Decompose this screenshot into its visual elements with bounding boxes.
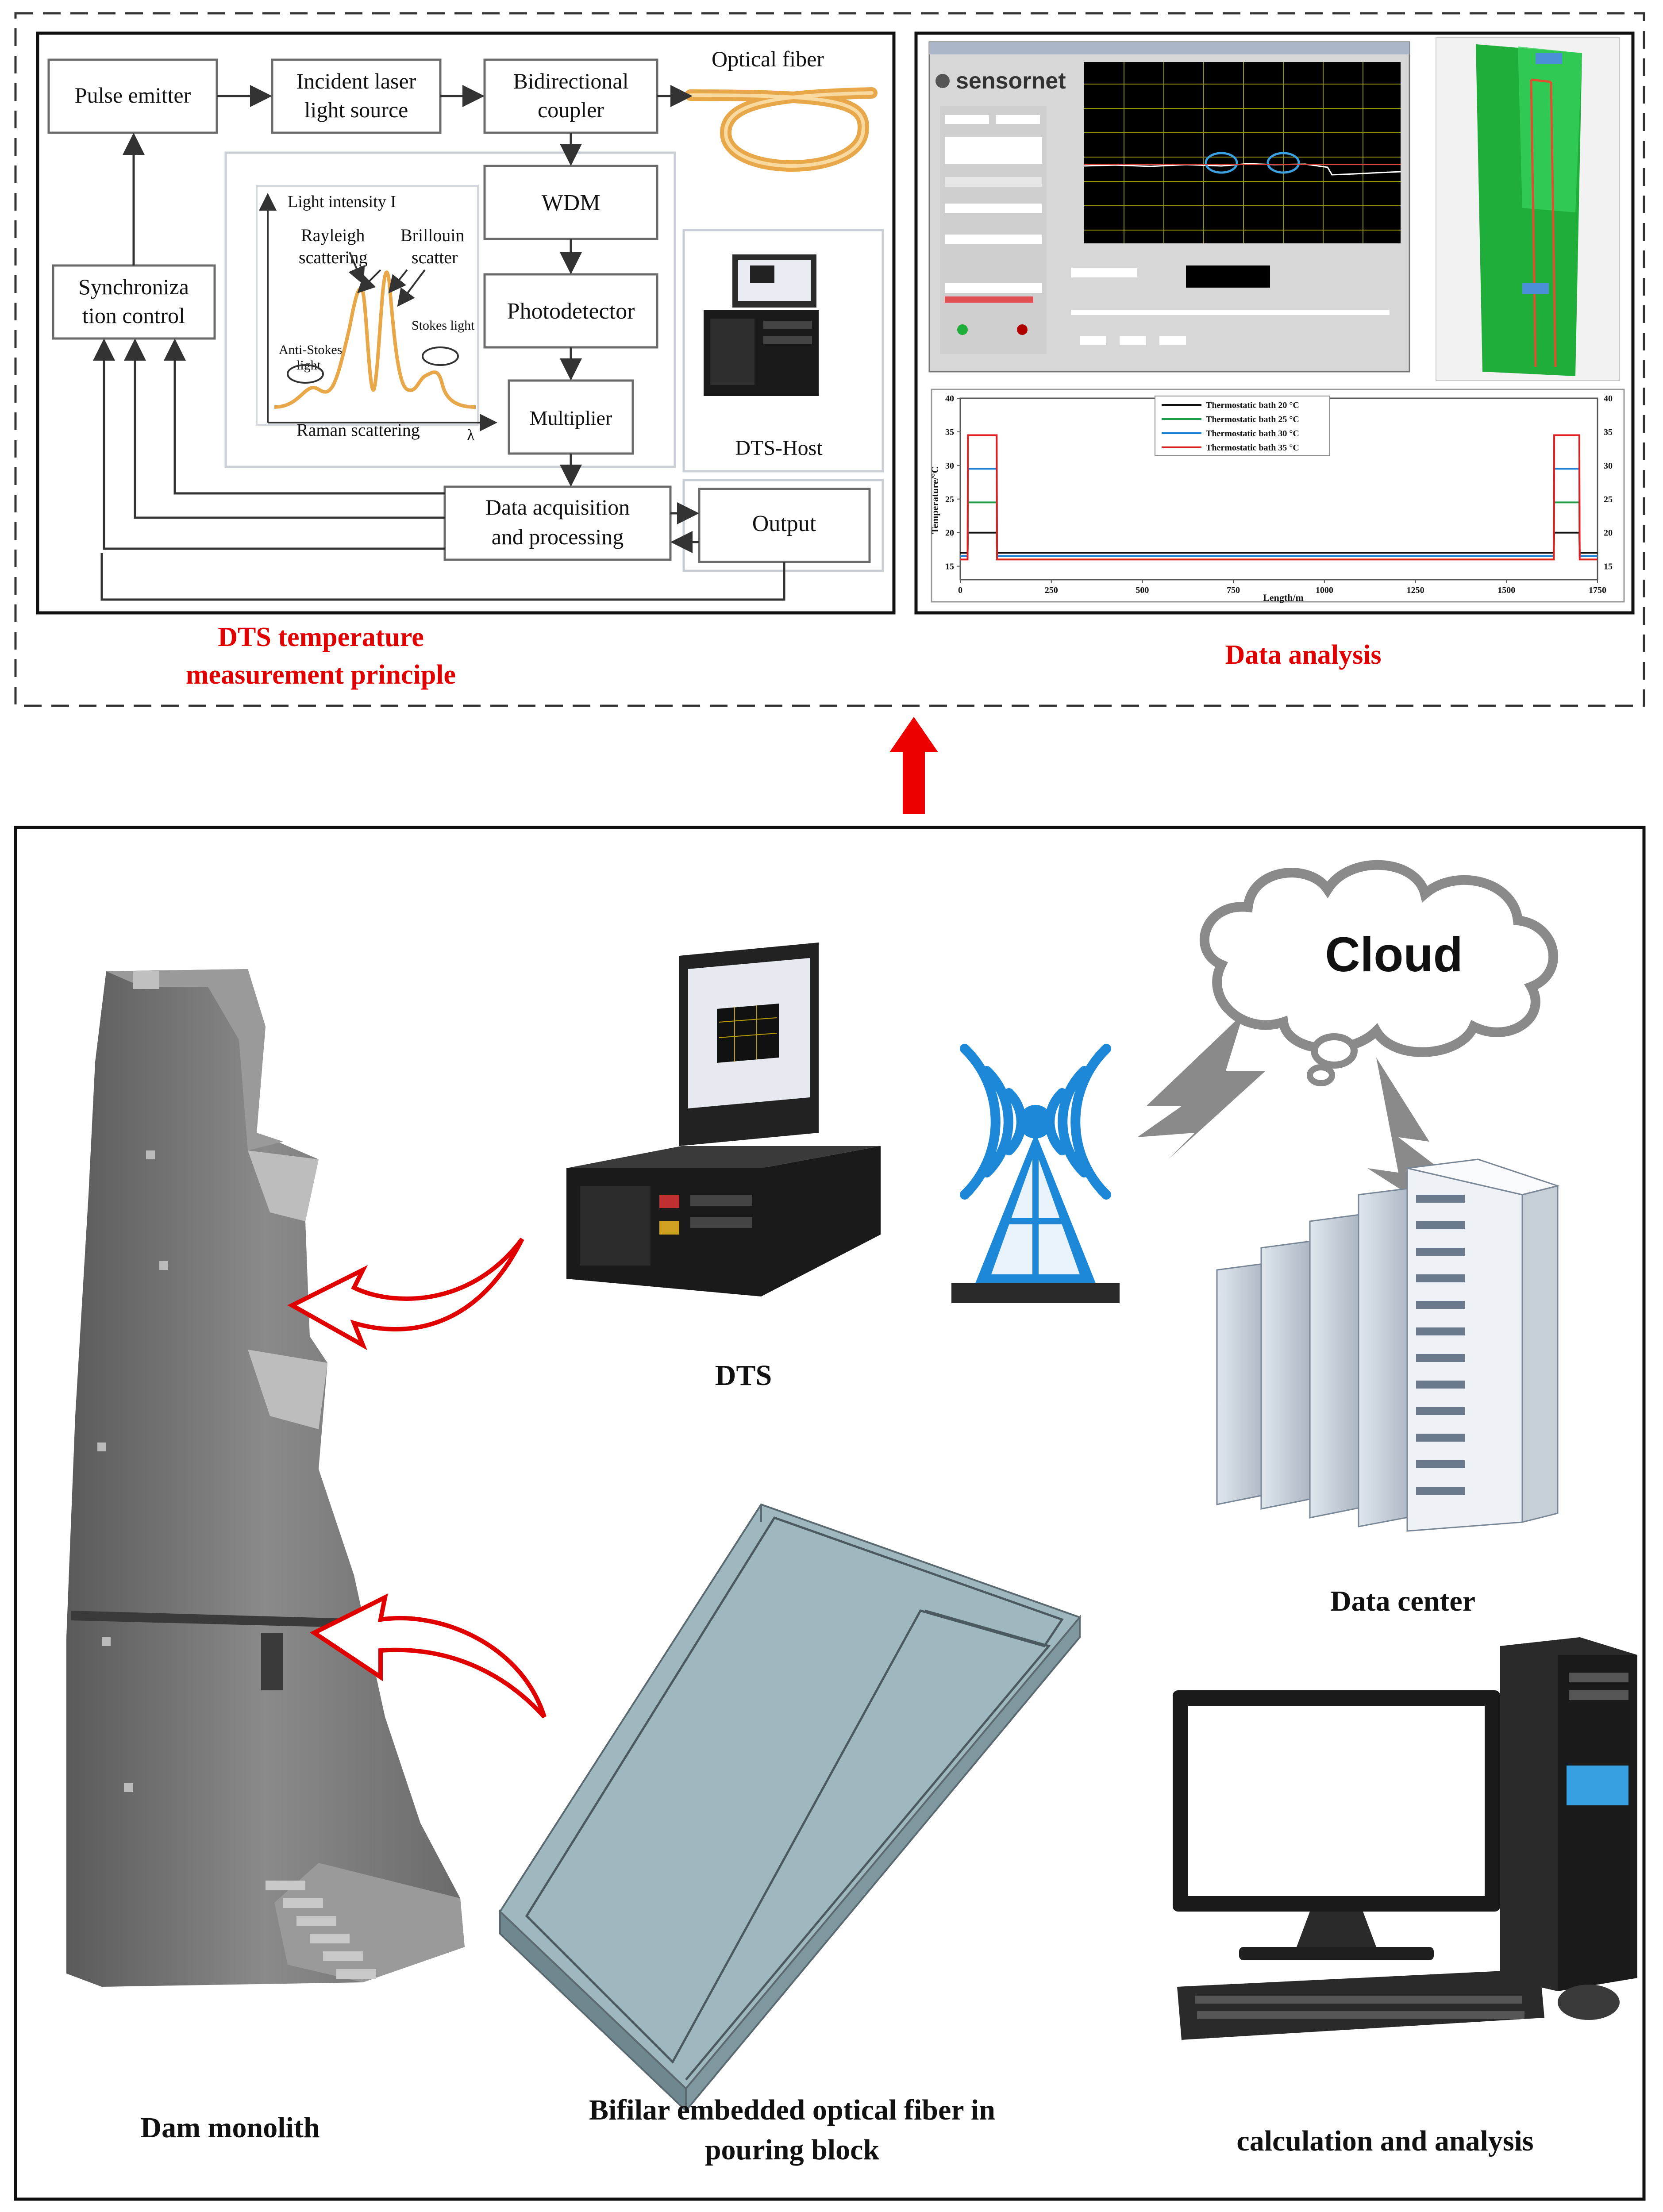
bifilar-label-1: Bifilar embedded optical fiber in xyxy=(589,2094,995,2126)
x-tick-label-1: 250 xyxy=(1045,585,1058,595)
sync-label-2: tion control xyxy=(82,303,185,328)
x-tick-label-7: 1750 xyxy=(1589,585,1606,595)
y-tick-label-right-5: 40 xyxy=(1604,394,1613,404)
x-tick-label-4: 1000 xyxy=(1316,585,1333,595)
wdm-label: WDM xyxy=(542,190,601,215)
scatter-subpanel xyxy=(224,151,676,468)
y-tick-label-left-0: 15 xyxy=(945,562,954,572)
sync-control-box: Synchroniza tion control xyxy=(52,264,216,340)
photodetector-label: Photodetector xyxy=(507,299,635,324)
incident-laser-box: Incident laser light source xyxy=(271,58,442,134)
pouring-block-model xyxy=(499,1503,1082,2113)
cloud-label: Cloud xyxy=(1325,927,1463,982)
raman-label: Raman scattering xyxy=(296,420,420,440)
red-up-arrow xyxy=(889,717,938,814)
y-tick-label-left-1: 20 xyxy=(945,528,954,538)
daq-label-2: and processing xyxy=(492,524,624,549)
chart-x-ticks: 0 250 500 750 1000 1250 1500 1750 xyxy=(958,580,1606,595)
rayleigh-label-1: Rayleigh xyxy=(301,225,365,245)
dts-label: DTS xyxy=(715,1359,772,1392)
computer-workstation xyxy=(1173,1637,1637,2040)
data-center-label: Data center xyxy=(1330,1585,1475,1617)
x-tick-label-5: 1250 xyxy=(1407,585,1424,595)
lightning-bolt-left-icon xyxy=(1137,1013,1266,1159)
wireless-tower-icon xyxy=(951,1044,1120,1303)
legend-entry-35: Thermostatic bath 35 °C xyxy=(1206,443,1299,453)
y-tick-label-left-2: 25 xyxy=(945,495,954,504)
rayleigh-label-2: scattering xyxy=(299,247,368,267)
y-tick-label-right-1: 20 xyxy=(1604,528,1613,538)
principle-caption-1: DTS temperature xyxy=(218,622,423,652)
scatter-spectrum-graph: Light intensity I Rayleigh scattering Br… xyxy=(256,185,497,444)
data-center-servers xyxy=(1216,1158,1560,1532)
sensornet-software-window: sensornet xyxy=(928,41,1410,373)
calc-analysis-label: calculation and analysis xyxy=(1236,2125,1533,2157)
x-tick-label-6: 1500 xyxy=(1497,585,1515,595)
pulse-emitter-box: Pulse emitter xyxy=(47,58,218,134)
bidirectional-coupler-box: Bidirectional coupler xyxy=(483,58,658,134)
principle-caption-2: measurement principle xyxy=(186,660,456,690)
daq-label-1: Data acquisition xyxy=(485,495,630,519)
data-acquisition-box: Data acquisition and processing xyxy=(443,485,672,561)
coupler-label-1: Bidirectional xyxy=(513,69,628,93)
y-tick-label-right-0: 15 xyxy=(1604,562,1613,572)
series-line-3 xyxy=(960,434,1598,561)
dam-monolith-label: Dam monolith xyxy=(140,2112,320,2144)
x-tick-label-3: 750 xyxy=(1227,585,1240,595)
principle-connectors xyxy=(93,85,785,601)
optical-fiber-illustration: Optical fiber xyxy=(685,46,878,172)
system-frame xyxy=(14,826,1646,2201)
chart-ylabel: Temperature/°C xyxy=(929,466,940,534)
chart-y-ticks: 15 15 20 20 25 25 30 30 35 35 40 40 xyxy=(945,394,1613,572)
legend-entry-20: Thermostatic bath 20 °C xyxy=(1206,400,1299,410)
legend-entry-25: Thermostatic bath 25 °C xyxy=(1206,415,1299,424)
pulse-emitter-label: Pulse emitter xyxy=(75,83,191,108)
y-tick-label-right-4: 35 xyxy=(1604,427,1613,437)
multiplier-label: Multiplier xyxy=(530,407,612,429)
analysis-caption: Data analysis xyxy=(1225,640,1381,670)
y-tick-label-left-4: 35 xyxy=(945,427,954,437)
y-tick-label-right-2: 25 xyxy=(1604,495,1613,504)
chart-legend: Thermostatic bath 20 °C Thermostatic bat… xyxy=(1155,396,1330,456)
temperature-chart: 0 250 500 750 1000 1250 1500 1750 15 15 20 20 25 25 3… xyxy=(929,389,1625,603)
x-tick-label-0: 0 xyxy=(958,585,962,595)
cloud-icon: Cloud xyxy=(1199,860,1559,1086)
brillouin-label-1: Brillouin xyxy=(400,225,464,245)
dts-device xyxy=(566,943,881,1296)
sync-label-1: Synchroniza xyxy=(78,274,189,299)
dam-temperature-model xyxy=(1436,37,1620,381)
y-tick-label-left-5: 40 xyxy=(945,394,954,404)
incident-laser-label-2: light source xyxy=(304,97,408,122)
photodetector-box: Photodetector xyxy=(483,273,658,349)
dam-monolith-model xyxy=(66,969,465,1987)
x-tick-label-2: 500 xyxy=(1136,585,1149,595)
output-label: Output xyxy=(752,511,816,536)
red-curved-arrow-block xyxy=(310,1593,547,1719)
light-intensity-label: Light intensity I xyxy=(288,192,396,211)
lambda-label: λ xyxy=(467,426,475,444)
dts-host-label: DTS-Host xyxy=(735,436,823,460)
y-tick-label-left-3: 30 xyxy=(945,461,954,471)
output-box: Output xyxy=(682,479,884,572)
chart-xlabel: Length/m xyxy=(1263,592,1304,603)
optical-fiber-label: Optical fiber xyxy=(712,46,824,71)
sensornet-brand: sensornet xyxy=(956,68,1066,94)
lightning-bolt-right-icon xyxy=(1367,1058,1478,1239)
red-curved-arrow-dts xyxy=(287,1237,524,1350)
wdm-box: WDM xyxy=(483,165,658,240)
multiplier-box: Multiplier xyxy=(508,379,634,455)
legend-entry-30: Thermostatic bath 30 °C xyxy=(1206,429,1299,439)
chart-series xyxy=(960,434,1598,561)
y-tick-label-right-3: 30 xyxy=(1604,461,1613,471)
coupler-label-2: coupler xyxy=(538,97,604,122)
stokes-label: Stokes light xyxy=(412,318,475,333)
incident-laser-label-1: Incident laser xyxy=(296,69,416,93)
anti-stokes-label-1: Anti-Stokes xyxy=(279,342,342,357)
top-dashed-frame xyxy=(14,12,1645,707)
brillouin-label-2: scatter xyxy=(412,247,458,267)
dts-host-panel: DTS-Host xyxy=(682,229,884,473)
bifilar-label-2: pouring block xyxy=(705,2134,880,2166)
